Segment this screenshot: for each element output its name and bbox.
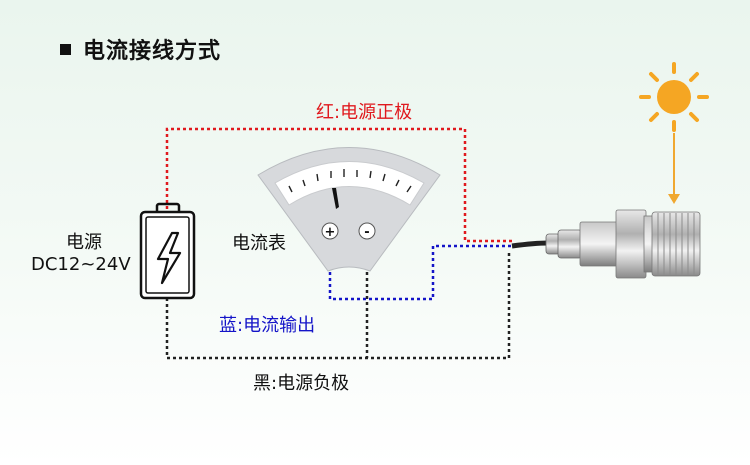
title-row: 电流接线方式 xyxy=(60,33,221,65)
black-wire xyxy=(165,251,511,360)
light-arrow xyxy=(668,133,680,204)
meter-label: 电流表 xyxy=(232,233,286,254)
title-bullet xyxy=(60,43,71,55)
blue-wire xyxy=(328,236,512,301)
lightning-icon xyxy=(156,231,182,285)
meter-minus-terminal: - xyxy=(364,225,369,240)
page-title: 电流接线方式 xyxy=(83,39,222,64)
red-wire-label: 红:电源正极 xyxy=(316,102,413,123)
black-wire-label: 黑:电源负极 xyxy=(253,373,350,394)
blue-wire-label: 蓝:电流输出 xyxy=(219,315,316,336)
battery-icon xyxy=(139,202,196,300)
power-voltage-label: DC12~24V xyxy=(31,254,131,275)
pressure-sensor-icon xyxy=(511,209,701,279)
ammeter-icon: + - xyxy=(257,147,441,272)
red-wire xyxy=(165,127,512,243)
sun-icon xyxy=(639,62,709,132)
meter-plus-terminal: + xyxy=(325,225,336,240)
power-label: 电源 xyxy=(66,232,102,253)
